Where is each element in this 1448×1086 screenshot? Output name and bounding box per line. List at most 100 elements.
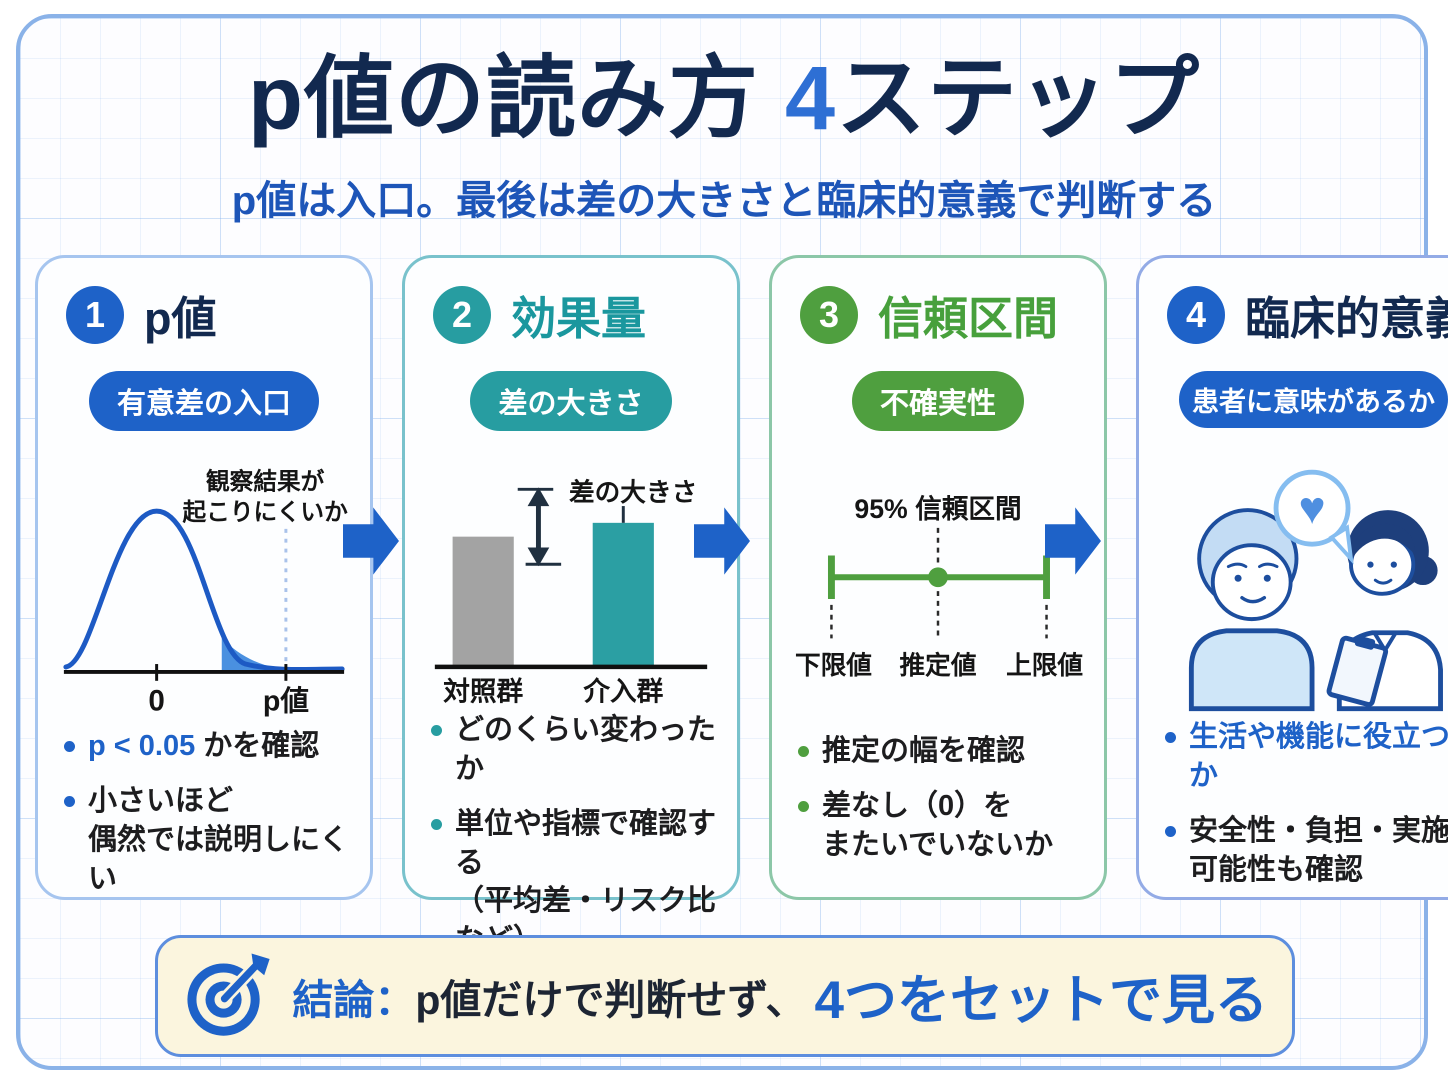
conclusion-text: 結論： p値だけで判断せず、 4つをセットで見る (292, 958, 1268, 1034)
bullet-rest: かを確認 (195, 730, 320, 762)
step1-number-badge: 1 (66, 285, 124, 344)
ci-title-label: 95% 信頼区間 (854, 494, 1021, 524)
step2-bullets: どのくらい変わったか 単位や指標で確認する （平均差・リスク比など） (423, 711, 719, 966)
doctor-fringe (1350, 523, 1415, 561)
clipboard-clip (1354, 635, 1375, 650)
patient-eye (1263, 574, 1271, 582)
curve-annotation-line1: 観察結果が (206, 467, 325, 495)
speech-bubble-tail (1328, 524, 1354, 565)
step3-diagram: 95% 信頼区間 下限値 推定値 上限値 (790, 459, 1086, 732)
point-estimate-label: 推定値 (900, 650, 977, 680)
patient-eyebrow (1257, 562, 1278, 569)
step2-diagram: 差の大きさ 対照群 介入群 (423, 459, 719, 711)
bullet-item: 小さいほど 偶然では説明しにくい (64, 782, 350, 899)
heart-icon: ♥ (1298, 483, 1325, 534)
clipboard (1326, 635, 1388, 707)
control-bar-label: 対照群 (443, 676, 523, 706)
title-prefix: p値の読み方 (247, 49, 785, 149)
step4-title: 臨床的意義 (1245, 293, 1448, 344)
card4-header: 4 臨床的意義 (1157, 282, 1448, 347)
patient-face (1210, 543, 1293, 622)
bullet-text: p < 0.05 かを確認 (88, 727, 319, 766)
bullet-text: 推定の幅を確認 (822, 735, 1026, 768)
step1-diagram: 観察結果が 起こりにくいか 0 p値 (56, 459, 352, 727)
step2-badge-pill: 差の大きさ (470, 371, 672, 431)
normal-distribution-curve (63, 508, 345, 672)
point-estimate-dot (928, 567, 948, 587)
confidence-interval-chart: 95% 信頼区間 下限値 推定値 上限値 (795, 494, 1083, 680)
patient-body (1188, 628, 1314, 712)
patient-eye (1234, 574, 1242, 582)
bullet-text: 安全性・負担・実施 可能性も確認 (1189, 814, 1448, 886)
diff-arrow-head-down (527, 547, 550, 567)
step4-number-badge: 4 (1167, 285, 1225, 344)
conclusion-banner: 結論： p値だけで判断せず、 4つをセットで見る (155, 935, 1295, 1057)
step2-title: 効果量 (511, 293, 647, 344)
patient-smile (1239, 596, 1266, 604)
bullet-dot (64, 795, 75, 807)
card-step1-p-value: 1 p値 有意差の入口 観察結果が 起こりにくいか 0 p値 p < 0.05 … (35, 255, 373, 900)
bell-curve-chart: 観察結果が 起こりにくいか 0 p値 (63, 467, 349, 717)
step4-badge-pill: 患者に意味があるか (1179, 371, 1448, 428)
bullet-item: 生活や機能に役立つか (1165, 718, 1448, 796)
page-subtitle: p値は入口。最後は差の大きさと臨床的意義で判断する (231, 179, 1217, 223)
lower-bound-label: 下限値 (795, 651, 872, 680)
card2-header: 2 効果量 (423, 282, 719, 347)
step1-title: p値 (144, 293, 217, 344)
bullet-text: 生活や機能に役立つか (1189, 721, 1448, 792)
doctor-eye (1390, 561, 1397, 568)
conclusion-emphasis: 4つをセットで見る (814, 971, 1268, 1030)
doctor-eye (1366, 561, 1374, 568)
diff-arrow-head-up (527, 487, 550, 507)
bullet-dot (431, 725, 442, 736)
upper-bound-label: 上限値 (1006, 651, 1083, 680)
bullet-dot (1165, 825, 1176, 837)
bullet-item: 差なし（0）を またいでいないか (798, 787, 1084, 865)
card1-header: 1 p値 (56, 282, 352, 347)
diff-arrow-label: 差の大きさ (569, 477, 697, 507)
card3-header: 3 信頼区間 (790, 282, 1086, 347)
card-step3-confidence-interval: 3 信頼区間 不確実性 95% 信頼区間 下限値 推定値 上限値 (769, 255, 1107, 900)
step3-badge-pill: 不確実性 (851, 371, 1024, 431)
patient-doctor-illustration: ♥ (1188, 469, 1443, 712)
bullet-item: p < 0.05 かを確認 (64, 727, 350, 766)
step3-title: 信頼区間 (878, 293, 1059, 344)
bar-comparison-chart: 差の大きさ 対照群 介入群 (434, 477, 708, 706)
bullet-item: どのくらい変わったか (431, 711, 717, 789)
title-number: 4 (784, 49, 837, 149)
p-tick-label: p値 (263, 685, 309, 717)
steps-row: 1 p値 有意差の入口 観察結果が 起こりにくいか 0 p値 p < 0.05 … (35, 255, 1448, 956)
bullet-dot (798, 746, 809, 758)
conclusion-body: p値だけで判断せず、 (415, 977, 807, 1023)
step1-bullets: p < 0.05 かを確認 小さいほど 偶然では説明しにくい (56, 727, 352, 904)
bullet-dot (64, 741, 75, 752)
bullet-dot (1165, 732, 1176, 743)
step4-bullets: 生活や機能に役立つか 安全性・負担・実施 可能性も確認 (1157, 718, 1448, 895)
conclusion-label: 結論： (292, 977, 416, 1023)
doctor-smile (1373, 578, 1392, 585)
speech-bubble (1273, 469, 1350, 547)
intervention-group-bar (592, 522, 654, 666)
curve-annotation-line2: 起こりにくいか (183, 499, 349, 526)
bullet-highlight: p < 0.05 (88, 730, 196, 762)
patient-eyebrow (1226, 562, 1247, 569)
bullet-text: どのくらい変わったか (455, 714, 717, 785)
zero-tick-label: 0 (148, 684, 164, 717)
step2-number-badge: 2 (433, 285, 491, 344)
step4-illustration: ♥ (1157, 456, 1448, 718)
card-step2-effect-size: 2 効果量 差の大きさ 差の大きさ 対照群 介入群 ど (402, 255, 740, 956)
page-title: p値の読み方 4ステップ (0, 50, 1448, 149)
bullet-dot (798, 801, 809, 813)
bullet-text: 差なし（0）を またいでいないか (822, 790, 1054, 862)
bullet-text: 小さいほど 偶然では説明しにくい (88, 784, 349, 895)
bullet-item: 安全性・負担・実施 可能性も確認 (1165, 812, 1448, 890)
step3-bullets: 推定の幅を確認 差なし（0）を またいでいないか (790, 732, 1086, 871)
control-group-bar (452, 536, 514, 666)
step3-number-badge: 3 (800, 285, 858, 344)
intervention-bar-label: 介入群 (582, 676, 663, 706)
step1-badge-pill: 有意差の入口 (88, 371, 319, 431)
p-value-shaded-tail (221, 637, 343, 671)
bullet-dot (431, 818, 442, 830)
card-step4-clinical-significance: 4 臨床的意義 患者に意味があるか (1136, 255, 1448, 900)
title-suffix: ステップ (836, 49, 1201, 149)
